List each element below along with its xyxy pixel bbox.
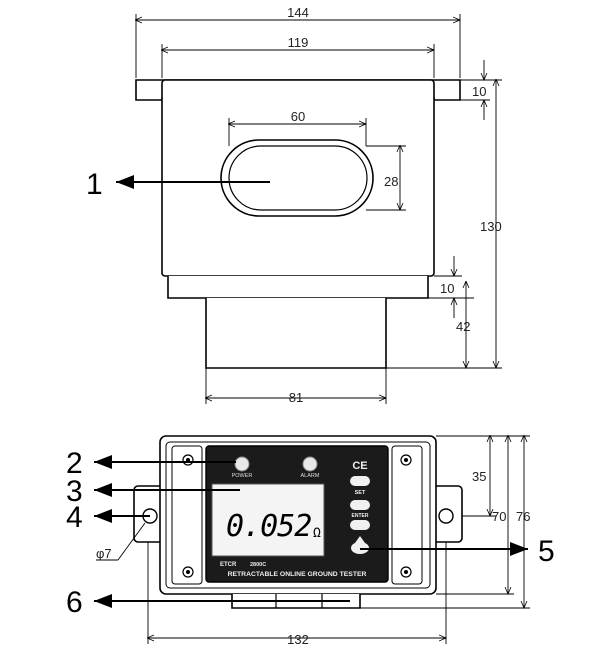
dim-130-label: 130 xyxy=(480,219,502,234)
dim-60-label: 60 xyxy=(291,109,305,124)
callout-2: 2 xyxy=(66,447,236,480)
dim-phi7-label: φ7 xyxy=(96,546,112,561)
dim-28-label: 28 xyxy=(384,174,398,189)
dim-10-top-label: 10 xyxy=(472,84,486,99)
ce-mark: CE xyxy=(352,460,367,472)
dim-144: 144 xyxy=(136,5,460,78)
callout-1: 1 xyxy=(86,168,270,201)
alarm-led xyxy=(302,456,318,472)
dim-42: 42 xyxy=(428,282,474,368)
callout-3: 3 xyxy=(66,475,240,508)
dim-42-label: 42 xyxy=(456,319,470,334)
model-label: 2800C xyxy=(250,562,266,568)
dim-10-step-label: 10 xyxy=(440,281,454,296)
dim-132-label: 132 xyxy=(287,632,309,647)
lcd-display xyxy=(211,483,325,557)
dim-28: 28 xyxy=(366,146,406,210)
right-bezel xyxy=(391,445,423,585)
alarm-label: ALARM xyxy=(301,473,320,479)
top-neck xyxy=(205,298,387,369)
dim-70-label: 70 xyxy=(492,509,506,524)
dim-130: 130 xyxy=(386,80,502,368)
oval-slot xyxy=(220,139,374,217)
up-arrow-icon xyxy=(355,536,365,543)
lcd-value: 0.052 xyxy=(226,509,311,544)
top-view: 144 119 60 28 10 xyxy=(86,5,502,405)
dim-81-label: 81 xyxy=(289,390,303,405)
dim-10-step: 10 xyxy=(428,256,462,318)
right-mount-hole xyxy=(438,508,454,524)
dim-132: 132 xyxy=(148,542,446,647)
housing-inner-edge xyxy=(165,441,431,589)
callout-3-label: 3 xyxy=(66,475,83,508)
callout-4-label: 4 xyxy=(66,501,83,534)
dim-76-label: 76 xyxy=(516,509,530,524)
enter-button-top[interactable] xyxy=(350,500,370,510)
dim-144-label: 144 xyxy=(287,5,309,20)
dim-76: 76 xyxy=(360,436,530,608)
left-bezel xyxy=(171,445,203,585)
callout-6-label: 6 xyxy=(66,586,83,619)
callout-6: 6 xyxy=(66,586,350,619)
callout-5-label: 5 xyxy=(538,535,555,568)
dim-35: 35 xyxy=(436,436,496,516)
product-title: RETRACTABLE ONLINE GROUND TESTER xyxy=(228,571,367,578)
dim-70: 70 xyxy=(436,436,514,594)
dim-119: 119 xyxy=(162,35,434,78)
dim-81: 81 xyxy=(206,368,386,405)
enter-button[interactable] xyxy=(350,520,370,530)
callout-2-label: 2 xyxy=(66,447,83,480)
enter-label: ENTER xyxy=(352,513,369,519)
dim-10-top: 10 xyxy=(460,60,490,120)
lcd-unit: Ω xyxy=(313,526,321,541)
dim-119-label: 119 xyxy=(288,35,309,50)
dim-phi7: φ7 xyxy=(96,522,146,561)
callout-4: 4 xyxy=(66,501,150,534)
brand-label: ETCR xyxy=(220,562,237,568)
callout-5: 5 xyxy=(360,535,555,568)
callout-1-label: 1 xyxy=(86,168,103,201)
front-view: POWER ALARM CE 0.052 Ω SET ENTER ETCR 28… xyxy=(66,436,555,647)
power-label: POWER xyxy=(232,473,253,479)
top-step xyxy=(167,276,429,299)
dim-35-label: 35 xyxy=(472,469,486,484)
set-label: SET xyxy=(355,490,366,496)
set-button[interactable] xyxy=(350,476,370,486)
dim-60: 60 xyxy=(229,109,366,146)
power-led xyxy=(234,456,250,472)
